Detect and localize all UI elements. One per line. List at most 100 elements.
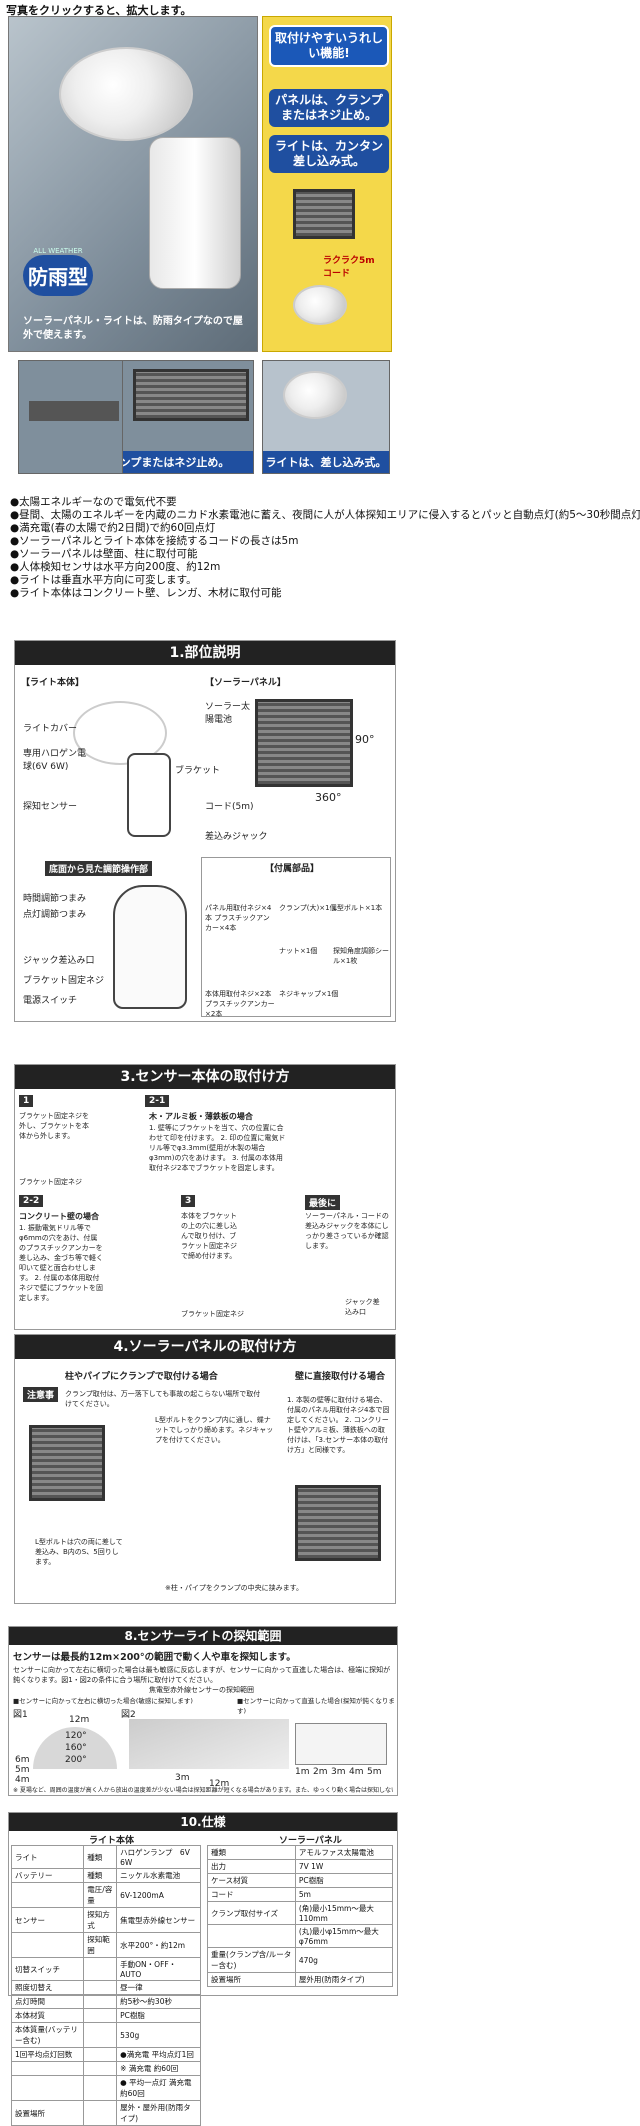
angle-label: 160° — [65, 1743, 87, 1753]
section-sensor-install[interactable]: 3.センサー本体の取付け方 1 ブラケット固定ネジを外し、ブラケットを本体から外… — [14, 1064, 396, 1330]
badge-text: 防雨型 — [23, 255, 93, 296]
bullet-item: ●人体検知センサは水平方向200度、約12m — [10, 561, 221, 573]
bullet-item: ●ライトは垂直水平方向に可変します。 — [10, 574, 197, 586]
section-title: 8.センサーライトの探知範囲 — [9, 1627, 397, 1645]
spec-cell: 6V-1200mA — [116, 1882, 201, 1908]
strip-label-panel: パネルは、クランプまたはネジ止め。 — [123, 451, 253, 473]
step-text: 本体をブラケットの上の穴に差し込んで取り付け、ブラケット固定ネジで締め付けます。 — [181, 1212, 237, 1260]
spec-cell — [83, 2100, 118, 2126]
photo-light-plug[interactable]: ライトは、差し込み式。 — [262, 360, 390, 474]
step-number: 2-1 — [145, 1095, 170, 1107]
spec-row: センサー探知方式焦電型赤外線センサー — [10, 1907, 201, 1933]
spec-cell: ライト — [10, 1845, 85, 1869]
parts-header: 【付属部品】 — [265, 864, 320, 874]
spec-cell — [10, 1882, 85, 1908]
part-item: ナット×1個 — [279, 947, 318, 955]
section-detection-range[interactable]: 8.センサーライトの探知範囲 センサーは最長約12m×200°の範囲で動く人や車… — [8, 1626, 398, 1796]
spec-cell: PC樹脂 — [294, 1873, 394, 1888]
label-bulb: 専用ハロゲン電球(6V 6W) — [23, 749, 87, 772]
photo-panel-clamp-2[interactable]: パネルは、クランプまたはネジ止め。 — [122, 360, 254, 474]
light-header: 【ライト本体】 — [21, 678, 85, 688]
spec-cell — [83, 2008, 118, 2023]
angle-label: 200° — [65, 1755, 87, 1765]
spec-cell: 5m — [294, 1887, 394, 1902]
panel-wall-drawing — [295, 1485, 381, 1561]
spec-row: 重量(クランプ含/ルーター含む)470g — [207, 1947, 394, 1973]
bullet-item: ●ソーラーパネルは壁面、柱に取付可能 — [10, 548, 198, 560]
section-title: 4.ソーラーパネルの取付け方 — [15, 1335, 395, 1359]
step-number: 2-2 — [19, 1195, 44, 1207]
section-parts[interactable]: 1.部位説明 【ライト本体】 【ソーラーパネル】 ライトカバー 専用ハロゲン電球… — [14, 640, 396, 1022]
step-label: ブラケット固定ネジ — [181, 1310, 244, 1318]
part-item: 探知角度調節シール×1枚 — [333, 947, 389, 965]
spec-row: 設置場所屋外用(防雨タイプ) — [207, 1972, 394, 1987]
spec-cell: 水平200°・約12m — [116, 1932, 201, 1958]
label-sensor: 探知センサー — [23, 802, 78, 812]
solar-panel-drawing — [255, 699, 353, 787]
spec-cell — [83, 2075, 118, 2101]
feature-bullet-list: ●太陽エネルギーなので電気代不要 ●昼間、太陽のエネルギーを内蔵のニカド水素電池… — [10, 496, 640, 600]
spec-cell: 切替スイッチ — [10, 1957, 85, 1981]
spec-cell: 530g — [116, 2022, 201, 2048]
step-number: 3 — [181, 1195, 196, 1207]
spec-cell: (角)最小15mm〜最大110mm — [294, 1901, 394, 1925]
spec-cell: ● 平均一点灯 満充電約60回 — [116, 2075, 201, 2101]
method-header: 柱やパイプにクランプで取付ける場合 — [65, 1372, 218, 1382]
bullet-item: ●満充電(春の太陽で約2日間)で約60回点灯 — [10, 522, 216, 534]
spec-cell — [10, 2075, 85, 2101]
spec-cell: 屋外用(防雨タイプ) — [294, 1972, 394, 1987]
diagram-title: 焦電型赤外線センサーの探知範囲 — [149, 1686, 254, 1694]
spec-cell: 種類 — [83, 1845, 118, 1869]
bullet-item: ●太陽エネルギーなので電気代不要 — [10, 496, 177, 508]
distance-label: 5m — [15, 1765, 30, 1775]
spec-cell — [10, 2061, 85, 2076]
feature-panel: 取付けやすいうれしい機能! パネルは、クランプまたはネジ止め。 ライトは、カンタ… — [262, 16, 392, 352]
method-text: L型ボルトをクランプ内に通し、蝶ナットでしっかり締めます。ネジキャップを付けてく… — [155, 1416, 274, 1444]
spec-cell: PC樹脂 — [116, 2008, 201, 2023]
spec-cell: ※ 満充電 約60回 — [116, 2061, 201, 2076]
spec-cell: 照度切替え — [10, 1980, 85, 1995]
spec-cell: 探知方式 — [83, 1907, 118, 1933]
step-text: 1. 振動電気ドリル等でφ6mmの穴をあけ、付属のプラスチックアンカーを差し込み… — [19, 1224, 103, 1302]
figure-header: ■センサーに向かって直進した場合(探知が鈍くなります) — [237, 1697, 395, 1715]
method-note: ※柱・パイプをクランプの中央に挟みます。 — [165, 1584, 303, 1592]
spec-row: 設置場所屋外・屋外用(防雨タイプ) — [10, 2100, 201, 2126]
badge-small-text: ALL WEATHER — [33, 247, 83, 255]
product-photo-main[interactable]: ALL WEATHER 防雨型 ソーラーパネル・ライトは、防雨タイプなので屋外で… — [8, 16, 258, 352]
distance-label: 12m — [69, 1715, 90, 1725]
method-header: 壁に直接取付ける場合 — [295, 1372, 386, 1382]
angle-label: 120° — [65, 1731, 87, 1741]
step-label: ブラケット固定ネジ — [19, 1178, 82, 1186]
step-header: 木・アルミ板・薄鉄板の場合 — [149, 1112, 253, 1121]
spec-cell — [83, 2061, 118, 2076]
spec-cell: ハロゲンランプ 6V 6W — [116, 1845, 201, 1869]
step-number: 1 — [19, 1095, 34, 1107]
panel-drawing — [29, 1425, 105, 1501]
method-text: 1. 本製の壁等に取付ける場合、付属のパネル用取付ネジ4本で固定してください。 … — [287, 1396, 390, 1454]
section-lead: センサーは最長約12m×200°の範囲で動く人や車を探知します。 — [13, 1652, 296, 1663]
method-text: L型ボルトは穴の両に差して差込み、B内のS、5回りします。 — [35, 1538, 123, 1566]
bottom-view-header: 底面から見た調節操作部 — [45, 861, 153, 876]
spec-row: 探知範囲水平200°・約12m — [10, 1932, 201, 1958]
spec-cell: 1回平均点灯回数 — [10, 2047, 85, 2062]
light-small-image — [293, 285, 347, 325]
section-title: 1.部位説明 — [15, 641, 395, 665]
spec-cell: 約5秒〜約30秒 — [116, 1994, 201, 2009]
lamp-body-image — [149, 137, 241, 289]
section-panel-install[interactable]: 4.ソーラーパネルの取付け方 柱やパイプにクランプで取付ける場合 注意事 クラン… — [14, 1334, 396, 1604]
figure-header: ■センサーに向かって左右に横切った場合(敏感に探知します) — [13, 1697, 193, 1705]
spec-cell — [83, 1957, 118, 1981]
step-text: ソーラーパネル・コードの差込みジャックを本体にしっかり差さっているか確認します。 — [305, 1212, 389, 1250]
feature-callout-panel: パネルは、クランプまたはネジ止め。 — [269, 89, 389, 127]
bullet-item: ●ソーラーパネルとライト本体を接続するコードの長さは5m — [10, 535, 299, 547]
photo-panel-clamp-1[interactable] — [18, 360, 124, 474]
label-jack: 差込みジャック — [205, 832, 268, 842]
step-number: 最後に — [305, 1195, 341, 1210]
part-item: L型ボルト×1本 — [333, 904, 383, 912]
